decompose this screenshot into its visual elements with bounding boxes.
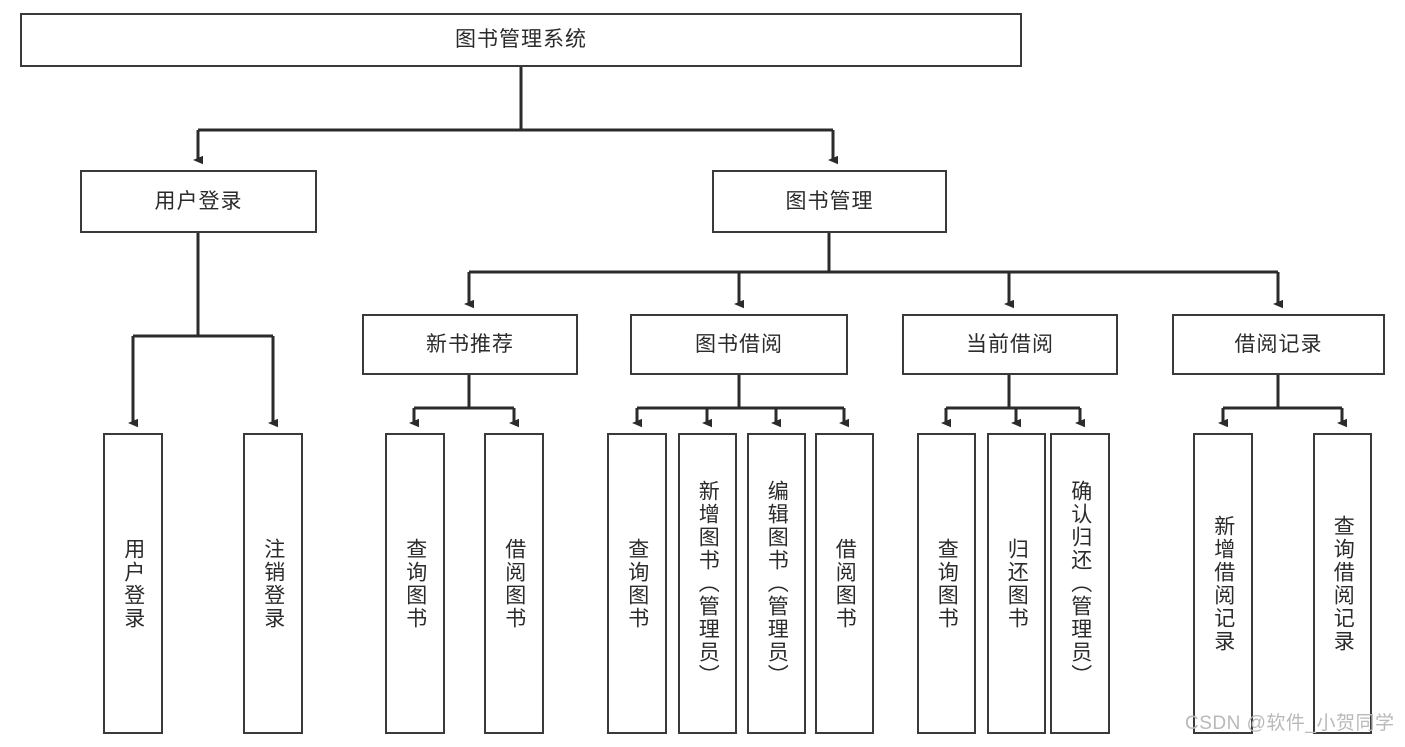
- leaf-query-record[interactable]: 查询借阅记录: [1313, 433, 1372, 734]
- leaf-query-book-1-label: 查询图书: [403, 537, 427, 630]
- leaf-edit-book-label: 编辑图书（管理员）: [765, 480, 789, 687]
- node-user-login[interactable]: 用户登录: [80, 170, 317, 233]
- leaf-query-book-3[interactable]: 查询图书: [917, 433, 976, 734]
- node-root-label: 图书管理系统: [455, 28, 587, 52]
- leaf-query-book-2[interactable]: 查询图书: [607, 433, 667, 734]
- node-current-borrow-label: 当前借阅: [966, 332, 1054, 356]
- leaf-add-book[interactable]: 新增图书（管理员）: [678, 433, 737, 734]
- leaf-user-login-label: 用户登录: [121, 537, 145, 630]
- leaf-borrow-book-2[interactable]: 借阅图书: [815, 433, 874, 734]
- leaf-query-book-2-label: 查询图书: [625, 537, 649, 630]
- leaf-borrow-book-1-label: 借阅图书: [502, 537, 526, 630]
- node-new-book-rec[interactable]: 新书推荐: [362, 314, 578, 375]
- leaf-user-logout[interactable]: 注销登录: [243, 433, 303, 734]
- leaf-query-book-3-label: 查询图书: [935, 537, 959, 630]
- leaf-add-record-label: 新增借阅记录: [1211, 514, 1235, 653]
- leaf-edit-book[interactable]: 编辑图书（管理员）: [747, 433, 806, 734]
- leaf-add-record[interactable]: 新增借阅记录: [1193, 433, 1253, 734]
- node-book-manage[interactable]: 图书管理: [712, 170, 947, 233]
- leaf-return-book[interactable]: 归还图书: [987, 433, 1046, 734]
- leaf-borrow-book-2-label: 借阅图书: [833, 537, 857, 630]
- node-current-borrow[interactable]: 当前借阅: [902, 314, 1118, 375]
- leaf-add-book-label: 新增图书（管理员）: [696, 480, 720, 687]
- node-root[interactable]: 图书管理系统: [20, 13, 1022, 67]
- leaf-user-login[interactable]: 用户登录: [103, 433, 163, 734]
- leaf-query-book-1[interactable]: 查询图书: [385, 433, 445, 734]
- leaf-confirm-return[interactable]: 确认归还（管理员）: [1050, 433, 1110, 734]
- node-user-login-label: 用户登录: [154, 189, 243, 213]
- node-book-borrow-label: 图书借阅: [695, 332, 783, 356]
- node-book-manage-label: 图书管理: [785, 189, 874, 213]
- watermark: CSDN @软件_小贺同学: [1185, 713, 1395, 734]
- node-borrow-record-label: 借阅记录: [1234, 332, 1323, 356]
- leaf-borrow-book-1[interactable]: 借阅图书: [484, 433, 544, 734]
- node-new-book-rec-label: 新书推荐: [426, 332, 514, 356]
- leaf-user-logout-label: 注销登录: [261, 537, 285, 630]
- leaf-return-book-label: 归还图书: [1005, 537, 1029, 630]
- leaf-query-record-label: 查询借阅记录: [1331, 514, 1355, 653]
- leaf-confirm-return-label: 确认归还（管理员）: [1068, 480, 1092, 687]
- node-book-borrow[interactable]: 图书借阅: [630, 314, 848, 375]
- node-borrow-record[interactable]: 借阅记录: [1172, 314, 1385, 375]
